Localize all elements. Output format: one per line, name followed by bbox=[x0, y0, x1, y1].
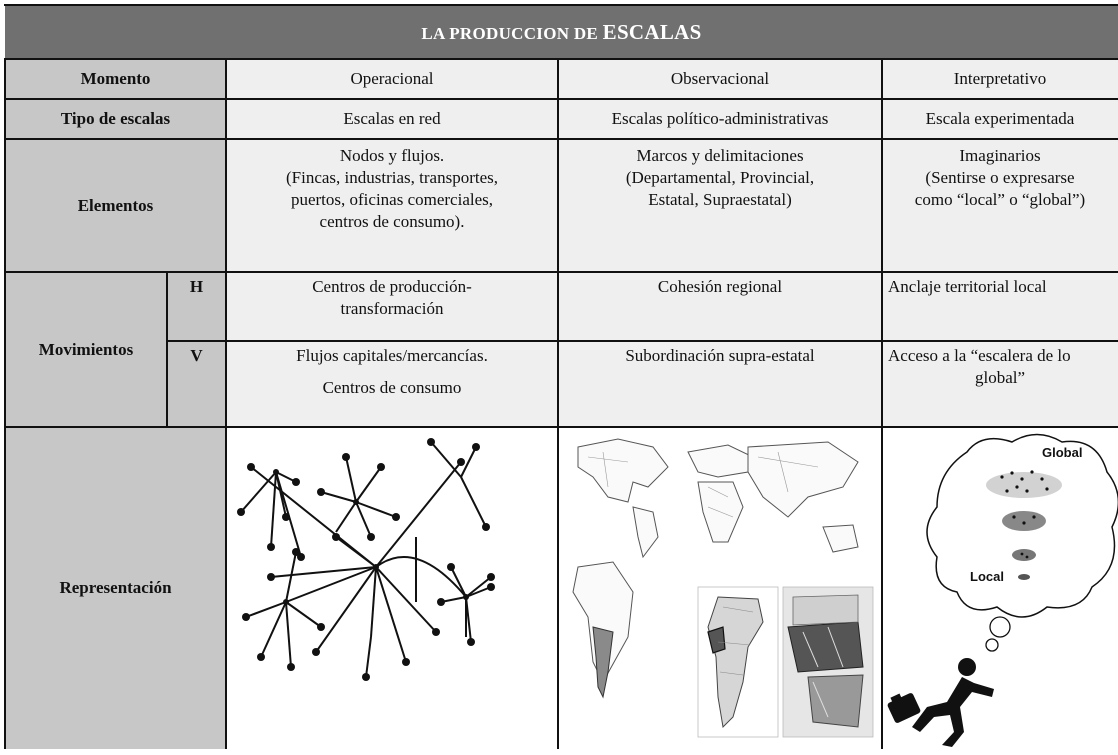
elementos-op-line-3: puertos, oficinas comerciales, bbox=[290, 190, 494, 209]
elementos-op-line-2: (Fincas, industrias, transportes, bbox=[286, 168, 498, 187]
grid-line bbox=[4, 59, 6, 749]
table-title: LA PRODUCCION DE ESCALAS bbox=[5, 5, 1118, 59]
elementos-operacional: Nodos y flujos. (Fincas, industrias, tra… bbox=[226, 139, 558, 272]
h-interpretativo: Anclaje territorial local bbox=[882, 272, 1118, 341]
header-operacional: Operacional bbox=[226, 59, 558, 99]
elementos-label: Elementos bbox=[5, 139, 226, 272]
v-op-line-2: Centros de consumo bbox=[322, 378, 462, 397]
grid-line bbox=[4, 98, 1118, 100]
elementos-obs-line-3: Estatal, Supraestatal) bbox=[648, 190, 792, 209]
tipo-label: Tipo de escalas bbox=[5, 99, 226, 139]
argentina-map bbox=[697, 586, 779, 738]
grid-line bbox=[4, 58, 1118, 60]
grid-line bbox=[4, 4, 1118, 6]
grid-line bbox=[166, 272, 168, 427]
title-main: LA PRODUCCION DE bbox=[421, 24, 599, 43]
v-observacional: Subordinación supra-estatal bbox=[558, 341, 882, 427]
movimiento-h-label: H bbox=[167, 272, 226, 341]
header-interpretativo: Interpretativo bbox=[882, 59, 1118, 99]
grid-line bbox=[4, 426, 1118, 428]
v-interpretativo: Acceso a la “escalera de lo global” bbox=[882, 341, 1118, 427]
network-graph-icon bbox=[237, 438, 495, 681]
header-momento: Momento bbox=[5, 59, 226, 99]
h-op-line-2: transformación bbox=[340, 299, 444, 318]
elementos-obs-line-2: (Departamental, Provincial, bbox=[625, 168, 815, 187]
elementos-interpretativo: Imaginarios (Sentirse o expresarse como … bbox=[882, 139, 1118, 272]
province-map bbox=[782, 586, 874, 738]
elementos-op-line-1: Nodos y flujos. bbox=[339, 146, 445, 165]
maps-cell bbox=[558, 427, 882, 749]
h-observacional: Cohesión regional bbox=[558, 272, 882, 341]
movimientos-label: Movimientos bbox=[5, 272, 167, 427]
network-cell bbox=[226, 427, 558, 749]
v-op-line-1: Flujos capitales/mercancías. bbox=[296, 346, 488, 365]
local-label: Local bbox=[970, 569, 1004, 584]
h-operacional: Centros de producción- transformación bbox=[226, 272, 558, 341]
grid-line bbox=[166, 340, 1118, 342]
grid-line bbox=[4, 138, 1118, 140]
v-operacional: Flujos capitales/mercancías. Centros de … bbox=[226, 341, 558, 427]
elementos-int-line-3: como “local” o “global”) bbox=[914, 190, 1086, 209]
thought-bubble-icon: Global Local bbox=[926, 433, 1118, 652]
movimiento-v-label: V bbox=[167, 341, 226, 427]
elementos-int-line-1: Imaginarios bbox=[959, 146, 1041, 165]
grid-line bbox=[881, 59, 883, 749]
h-op-line-1: Centros de producción- bbox=[312, 277, 472, 296]
bubble-cell: Global Local bbox=[882, 427, 1118, 749]
grid-line bbox=[225, 59, 227, 749]
tipo-operacional: Escalas en red bbox=[226, 99, 558, 139]
elementos-obs-line-1: Marcos y delimitaciones bbox=[636, 146, 804, 165]
tipo-interpretativo: Escala experimentada bbox=[882, 99, 1118, 139]
running-businessman-icon bbox=[887, 658, 994, 747]
elementos-op-line-4: centros de consumo). bbox=[319, 212, 465, 231]
elementos-int-line-2: (Sentirse o expresarse bbox=[925, 168, 1075, 187]
title-big: ESCALAS bbox=[602, 20, 702, 44]
representacion-label: Representación bbox=[5, 427, 226, 749]
elementos-observacional: Marcos y delimitaciones (Departamental, … bbox=[558, 139, 882, 272]
global-label: Global bbox=[1042, 445, 1082, 460]
south-america-map bbox=[572, 561, 634, 699]
v-int-line-1: Acceso a la “escalera de lo bbox=[888, 346, 1071, 365]
grid-line bbox=[4, 271, 1118, 273]
world-map-icon bbox=[572, 438, 874, 738]
grid-line bbox=[557, 59, 559, 749]
header-observacional: Observacional bbox=[558, 59, 882, 99]
v-int-line-2: global” bbox=[974, 368, 1026, 387]
tipo-observacional: Escalas político-administrativas bbox=[558, 99, 882, 139]
